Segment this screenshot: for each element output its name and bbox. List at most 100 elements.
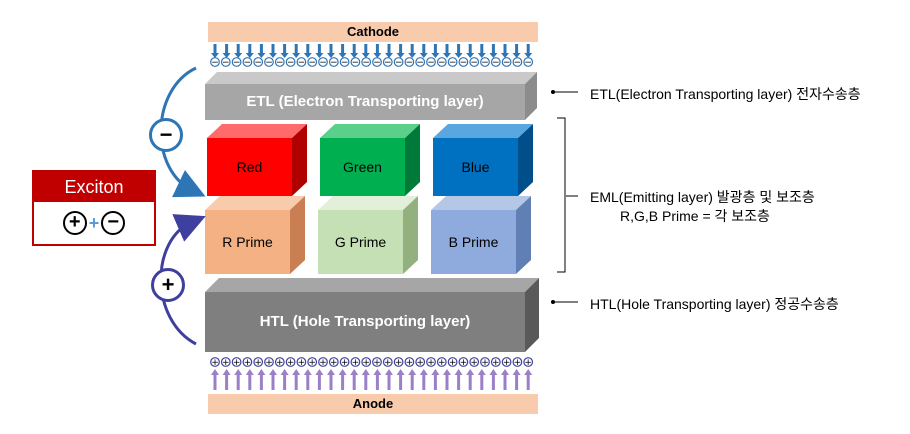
svg-text:+: +	[298, 358, 306, 368]
svg-text:−: −	[427, 58, 435, 68]
hole-particle: +	[447, 357, 458, 368]
svg-text:−: −	[449, 58, 457, 68]
hole-arrowhead	[512, 369, 521, 375]
electron-arrowhead	[303, 53, 312, 58]
b-prime-cube	[431, 196, 531, 274]
svg-text:+: +	[352, 358, 360, 368]
svg-text:−: −	[395, 58, 403, 68]
hole-particle: +	[350, 357, 361, 368]
cathode-label: Cathode	[347, 24, 399, 39]
svg-text:−: −	[492, 58, 500, 68]
electron-particle: −	[339, 57, 350, 68]
hole-arrowhead	[419, 369, 428, 375]
hole-particle: +	[242, 357, 253, 368]
electron-particle: −	[361, 57, 372, 68]
anode-plate: Anode	[208, 394, 538, 414]
electron-particle: −	[328, 57, 339, 68]
svg-text:+: +	[460, 358, 468, 368]
hole-arrowhead	[454, 369, 463, 375]
electron-particle: −	[469, 57, 480, 68]
hole-particle: +	[523, 357, 534, 368]
hole-particle: +	[328, 357, 339, 368]
svg-text:−: −	[524, 58, 532, 68]
eml-annotation-line1: EML(Emitting layer) 발광층 및 보조층	[590, 189, 815, 205]
electron-particle: −	[264, 57, 274, 68]
hole-arrowhead	[338, 369, 347, 375]
electron-arrowhead	[443, 53, 451, 58]
hole-arrowhead	[443, 369, 451, 375]
hole-particle: +	[285, 357, 296, 368]
svg-text:+: +	[254, 358, 262, 368]
htl-layer	[205, 278, 539, 352]
svg-text:−: −	[222, 58, 230, 68]
svg-text:−: −	[373, 58, 381, 68]
svg-text:−: −	[470, 58, 478, 68]
exciton-symbols: + + −	[34, 202, 154, 244]
electron-badge: −	[149, 118, 183, 152]
exciton-electron-circle: −	[101, 211, 126, 235]
svg-text:+: +	[524, 358, 532, 368]
electron-particle: −	[296, 57, 307, 68]
hole-arrowhead	[361, 369, 370, 375]
electron-arrowhead	[489, 53, 498, 58]
hole-particle: +	[220, 357, 231, 368]
g-prime-cube	[318, 196, 418, 274]
electron-particle: −	[382, 57, 393, 68]
hole-particle: +	[415, 357, 426, 368]
electron-particle: −	[512, 57, 523, 68]
hole-particle: +	[318, 357, 328, 368]
hole-particle: +	[404, 357, 415, 368]
hole-arrowhead	[211, 369, 219, 375]
electron-particles: −−−−−−−−−−−−−−−−−−−−−−−−−−−−−−	[210, 57, 534, 68]
hole-particle: +	[372, 357, 382, 368]
hole-particle: +	[436, 357, 447, 368]
svg-text:+: +	[244, 358, 252, 368]
electron-arrowhead	[477, 53, 486, 58]
hole-particle: +	[501, 357, 512, 368]
hole-particle: +	[274, 357, 285, 368]
svg-text:+: +	[265, 358, 273, 368]
hole-particle: +	[393, 357, 404, 368]
etl-leader-dot	[551, 90, 555, 94]
electron-particle: −	[350, 57, 361, 68]
electron-arrowhead	[408, 53, 417, 58]
svg-text:−: −	[384, 58, 392, 68]
hole-particle: +	[458, 357, 469, 368]
hole-particle: +	[480, 357, 490, 368]
electron-particle: −	[480, 57, 490, 68]
electron-arrowhead	[454, 53, 463, 58]
hole-particle: +	[253, 357, 264, 368]
svg-text:−: −	[330, 58, 338, 68]
htl-annotation: HTL(Hole Transporting layer) 정공수송층	[590, 296, 839, 312]
green-label: Green	[343, 159, 382, 175]
hole-arrowhead	[327, 369, 335, 375]
anode-label: Anode	[352, 396, 394, 411]
svg-text:+: +	[427, 358, 435, 368]
electron-arrowhead	[234, 53, 243, 58]
hole-arrowhead	[234, 369, 243, 375]
b-prime-label: B Prime	[448, 234, 499, 250]
svg-text:+: +	[330, 358, 338, 368]
electron-arrowhead	[315, 53, 324, 58]
hole-arrowhead	[489, 369, 498, 375]
svg-text:+: +	[438, 358, 446, 368]
electron-particle: −	[523, 57, 534, 68]
hole-particle: +	[469, 357, 480, 368]
svg-text:+: +	[406, 358, 414, 368]
hole-arrowhead	[269, 369, 277, 375]
svg-text:+: +	[308, 358, 316, 368]
electron-particle: −	[274, 57, 285, 68]
exciton-box: Exciton + + −	[32, 170, 156, 246]
electron-arrowhead	[292, 53, 301, 58]
hole-arrowhead	[303, 369, 312, 375]
blue-label: Blue	[461, 159, 490, 175]
svg-text:−: −	[362, 58, 370, 68]
svg-text:−: −	[308, 58, 316, 68]
svg-text:+: +	[276, 358, 284, 368]
red-label: Red	[236, 159, 263, 175]
svg-text:−: −	[265, 58, 273, 68]
hole-symbol: +	[161, 272, 175, 297]
electron-particle: −	[415, 57, 426, 68]
electron-particle: −	[490, 57, 501, 68]
